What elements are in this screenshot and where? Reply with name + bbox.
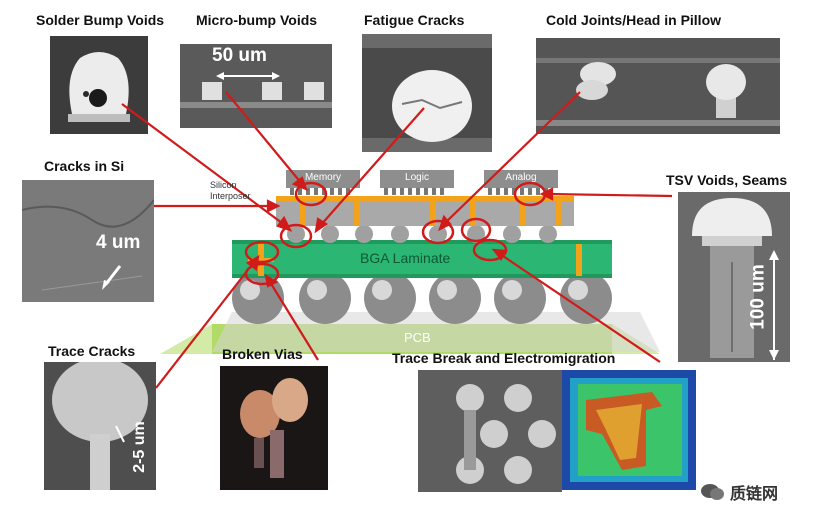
trace-break-image: [418, 370, 562, 492]
bga-laminate-label: BGA Laminate: [360, 250, 451, 266]
cold-joints-image: [536, 38, 780, 134]
broken-vias-title: Broken Vias: [222, 346, 303, 362]
micro-bumps: [290, 188, 548, 195]
trace-cracks-title: Trace Cracks: [48, 343, 136, 359]
memory-label: Memory: [304, 172, 342, 183]
micro-bump-voids-title: Micro-bump Voids: [196, 12, 318, 28]
analog-label: Analog: [505, 172, 537, 183]
cold-joints-title: Cold Joints/Head in Pillow: [546, 12, 722, 28]
interposer-label-line2: Interposer: [210, 191, 251, 201]
logic-label: Logic: [405, 172, 429, 183]
callout-arrows: [121, 91, 673, 389]
tsv-voids-image: 100 um: [678, 192, 790, 362]
micro-bump-voids-image: 50 um: [180, 44, 332, 128]
cracks-in-si-image: 4 um: [22, 180, 154, 302]
cracks-in-si-title: Cracks in Si: [44, 158, 125, 174]
logic-die: [380, 170, 454, 188]
fatigue-cracks-title: Fatigue Cracks: [364, 12, 465, 28]
analog-die: [484, 170, 558, 188]
pcb-label: PCB: [404, 330, 431, 345]
c4-bumps: [287, 225, 557, 243]
electromigration-heatmap-image: [562, 370, 696, 490]
broken-vias-image: [220, 366, 328, 490]
cracks-si-scale-label: 4 um: [96, 232, 141, 253]
wechat-icon: [700, 483, 724, 501]
trace-cracks-image: 2-5 um: [44, 362, 156, 490]
trace-break-title: Trace Break and Electromigration: [392, 350, 616, 366]
watermark-text: 质链网: [730, 486, 779, 503]
tsv-voids-title: TSV Voids, Seams: [666, 172, 788, 188]
interposer-label-line1: Silicon: [210, 180, 237, 190]
fatigue-cracks-image: [362, 34, 492, 152]
micro-bump-scale-label: 50 um: [212, 45, 267, 66]
watermark: 质链网: [700, 480, 778, 504]
solder-bump-voids-title: Solder Bump Voids: [36, 12, 165, 28]
solder-bump-voids-image: [50, 36, 148, 134]
